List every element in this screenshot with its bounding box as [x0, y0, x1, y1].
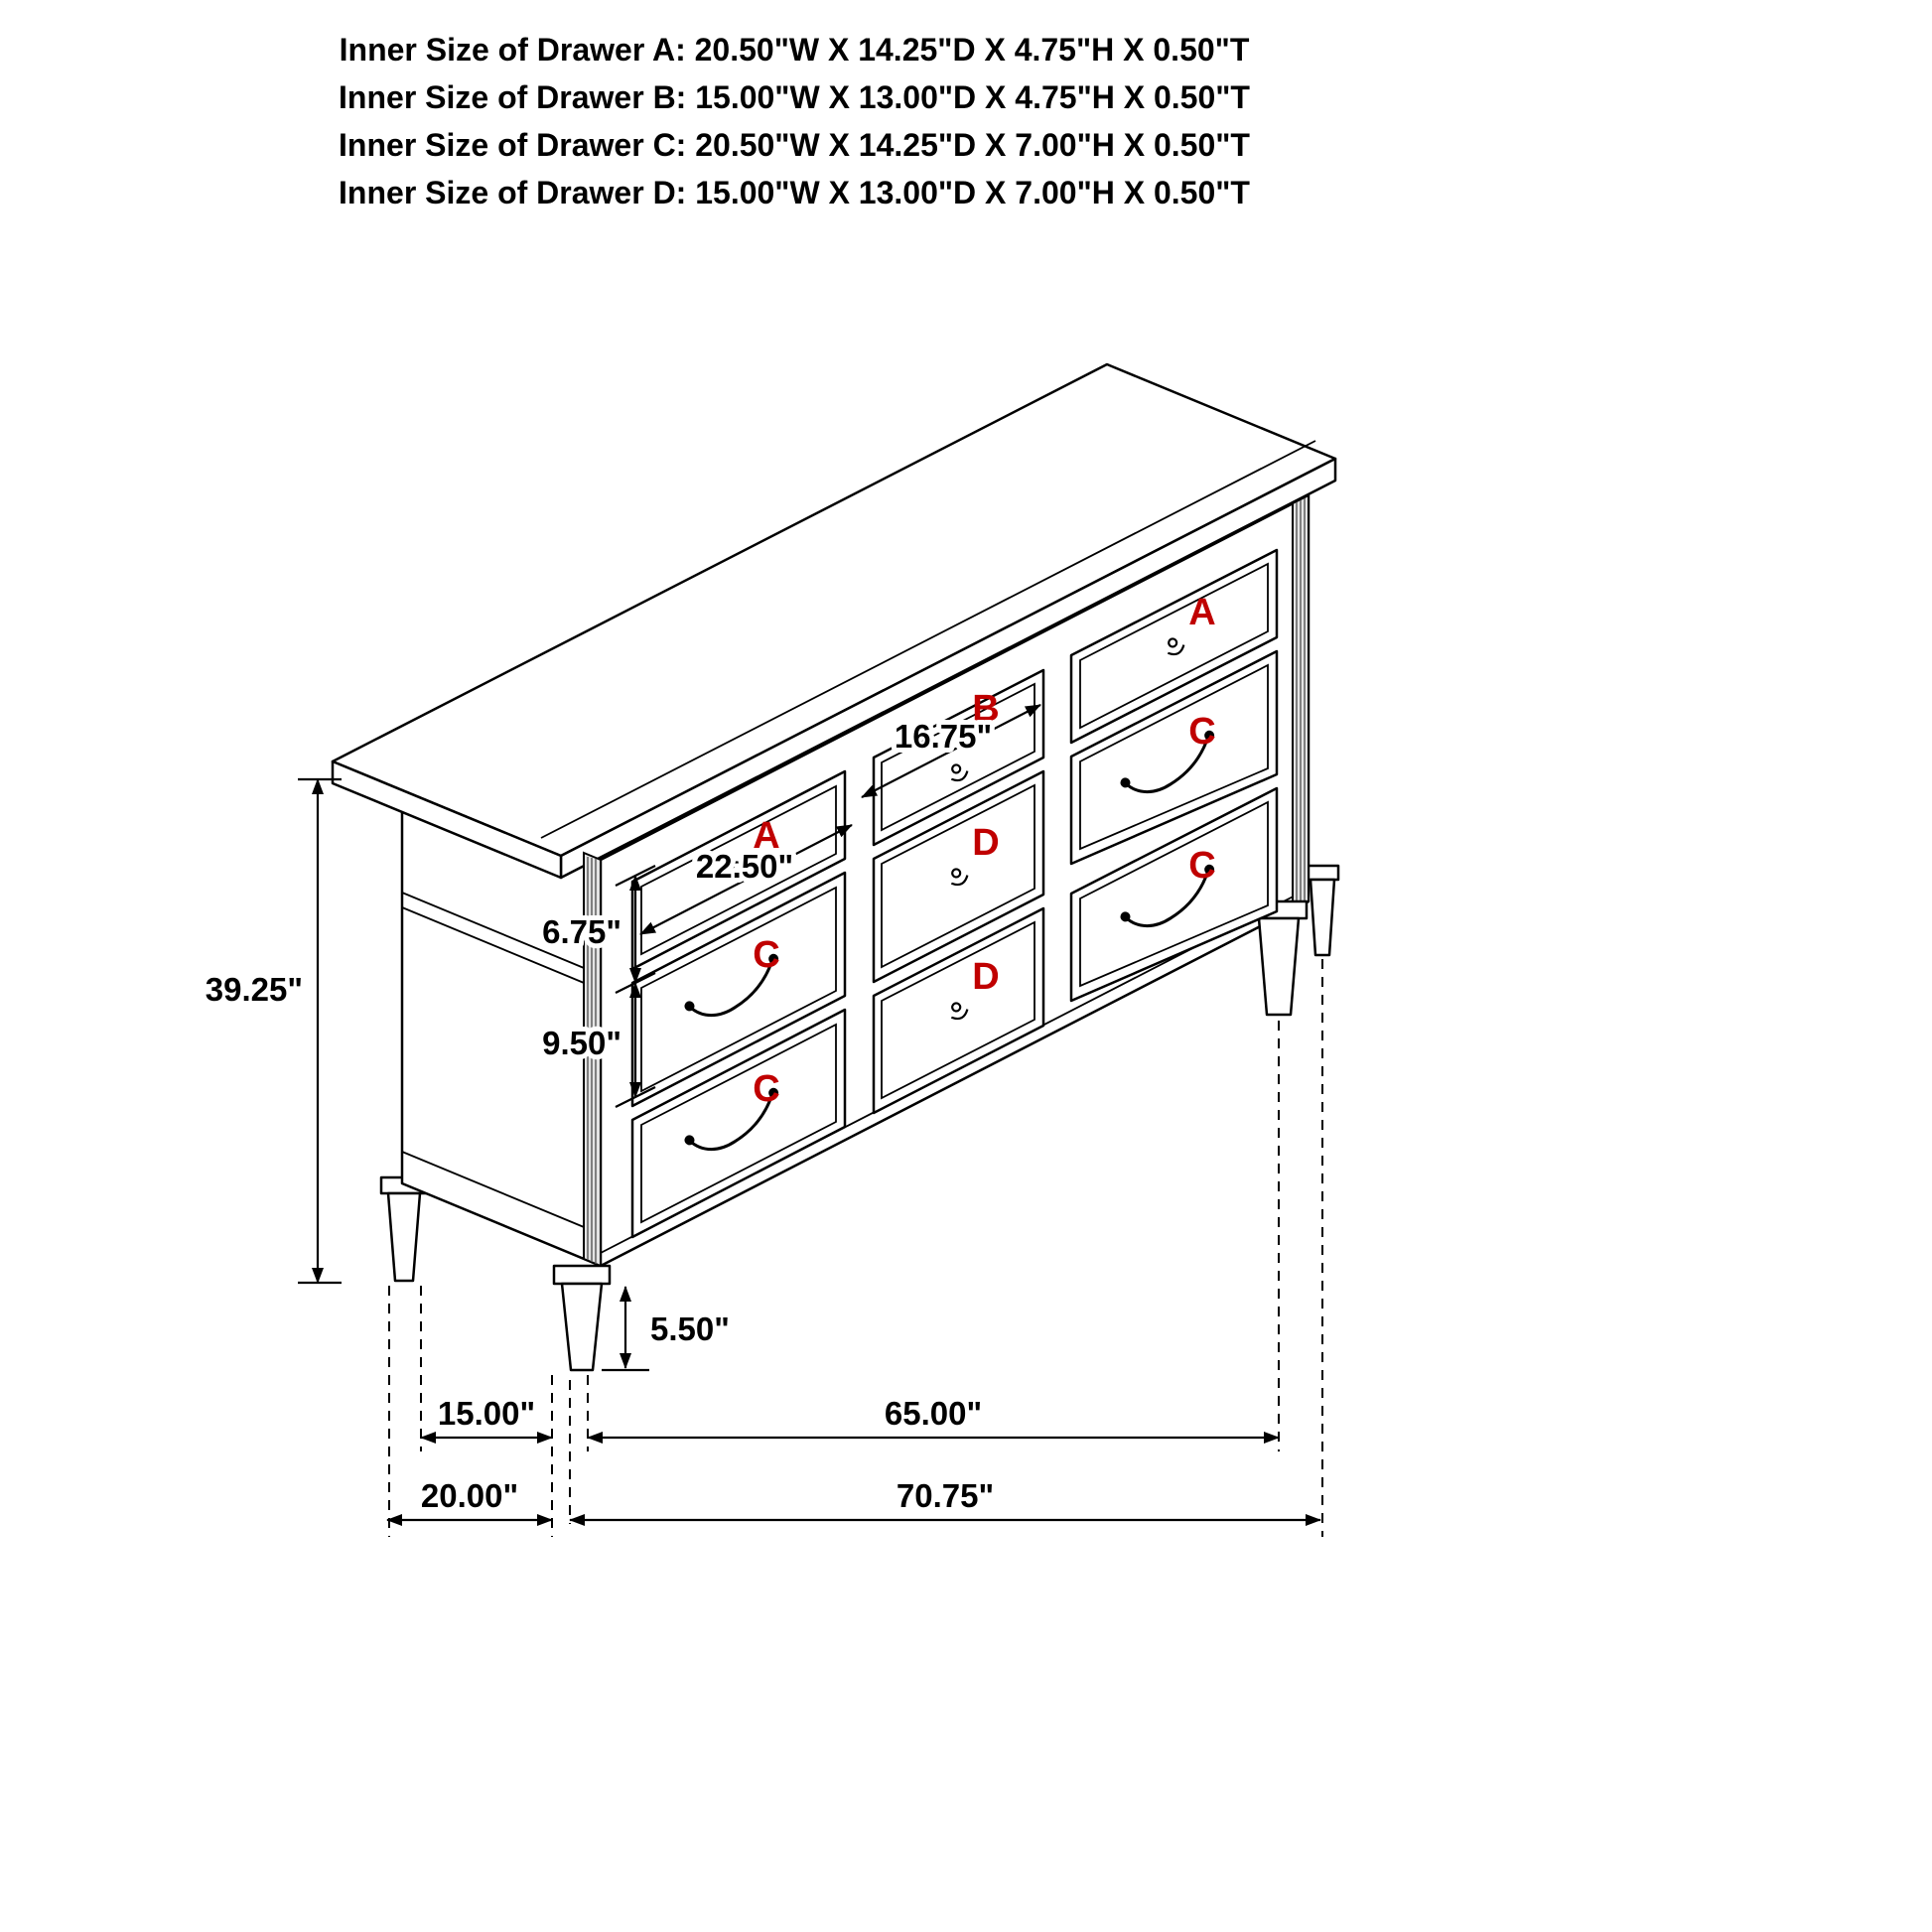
drawer-label: D: [972, 956, 999, 998]
dimension-side-overall-depth: 20.00": [386, 1477, 553, 1526]
left-panel-molding-line: [401, 892, 602, 976]
left-panel-base-molding-line: [401, 1151, 602, 1235]
drawer-right-top: A: [1069, 548, 1279, 745]
drawer-middle-middle: D: [872, 769, 1045, 984]
drawer-label: C: [1188, 711, 1215, 753]
drawer-inner-panel: [1079, 663, 1269, 851]
drawer-inner-panel: [1079, 562, 1269, 730]
leg-front-left: [552, 1264, 612, 1372]
dimension-side-inner-depth: 15.00": [420, 1395, 553, 1444]
dimension-drawer-b-width: 16.75": [861, 704, 1041, 798]
drawer-outer-panel: [1069, 786, 1279, 1003]
dim-overall-height-text: 39.25": [206, 971, 303, 1008]
left-panel-molding-line: [401, 906, 602, 991]
drawer-right-bottom: C: [1069, 786, 1279, 1003]
top-left-edge: [331, 759, 563, 880]
dim-front-inner-width-text: 65.00": [885, 1395, 982, 1432]
drawer-d-size-text: Inner Size of Drawer D: 15.00"W X 13.00"…: [339, 175, 1250, 210]
leg-body: [1309, 878, 1336, 957]
leg-back-right: [1305, 864, 1340, 957]
drawer-size-title-block: Inner Size of Drawer A: 20.50"W X 14.25"…: [0, 26, 1588, 216]
guide-dashes: [388, 959, 1323, 1537]
dim-leg-height-text: 5.50": [650, 1311, 730, 1347]
dimension-overall-height: 39.25": [206, 777, 342, 1285]
dim-tick: [615, 1086, 656, 1108]
drawer-inner-panel: [881, 920, 1035, 1100]
drawer-label: C: [1188, 845, 1215, 887]
leg-back-left: [379, 1175, 429, 1283]
dim-drawer-a-width-text: 22.50": [696, 848, 793, 885]
dimension-top-drawer-height: 6.75": [537, 865, 656, 994]
drawer-c-size-text: Inner Size of Drawer C: 20.50"W X 14.25"…: [339, 127, 1250, 163]
drawer-outer-panel: [1069, 649, 1279, 866]
dim-middle-drawer-height-text: 9.50": [542, 1025, 621, 1061]
dim-side-overall-depth-text: 20.00": [421, 1477, 518, 1514]
dimension-middle-drawer-height: 9.50": [537, 982, 656, 1108]
drawer-label: D: [972, 822, 999, 864]
corner-pillar-right: [1292, 493, 1310, 911]
dimension-front-inner-width: 65.00": [587, 1395, 1280, 1444]
dim-drawer-b-width-text: 16.75": [895, 718, 992, 755]
drawer-a-size-text: Inner Size of Drawer A: 20.50"W X 14.25"…: [339, 32, 1250, 68]
top-molding-line: [540, 440, 1316, 839]
dimension-front-overall-width: 70.75": [569, 1477, 1321, 1526]
drawer-left-bottom: C: [630, 1008, 847, 1239]
dresser-figure: A C C B D: [331, 362, 1340, 1372]
drawer-b-size-text: Inner Size of Drawer B: 15.00"W X 13.00"…: [339, 79, 1250, 115]
dim-top-drawer-height-text: 6.75": [542, 913, 621, 950]
drawer-inner-panel: [640, 1023, 837, 1224]
dim-line: [639, 824, 853, 935]
drawer-label: A: [1188, 592, 1215, 633]
drawer-right-middle: C: [1069, 649, 1279, 866]
dim-line: [861, 704, 1041, 798]
leg-body: [560, 1282, 604, 1372]
dim-front-overall-width-text: 70.75": [897, 1477, 994, 1514]
leg-cap: [1305, 864, 1340, 882]
leg-body: [386, 1191, 422, 1283]
leg-body: [1257, 916, 1301, 1017]
leg-cap: [552, 1264, 612, 1286]
drawer-inner-panel: [1079, 800, 1269, 988]
drawer-label: C: [753, 1068, 779, 1110]
drawer-label: C: [753, 934, 779, 976]
dresser-top: [331, 362, 1337, 880]
drawer-outer-panel: [630, 1008, 847, 1239]
drawer-middle-bottom: D: [872, 906, 1045, 1115]
dimension-leg-height: 5.50": [602, 1286, 735, 1372]
dimension-drawer-a-width: 22.50": [639, 824, 853, 935]
drawer-inner-panel: [881, 783, 1035, 969]
dim-side-inner-depth-text: 15.00": [438, 1395, 535, 1432]
